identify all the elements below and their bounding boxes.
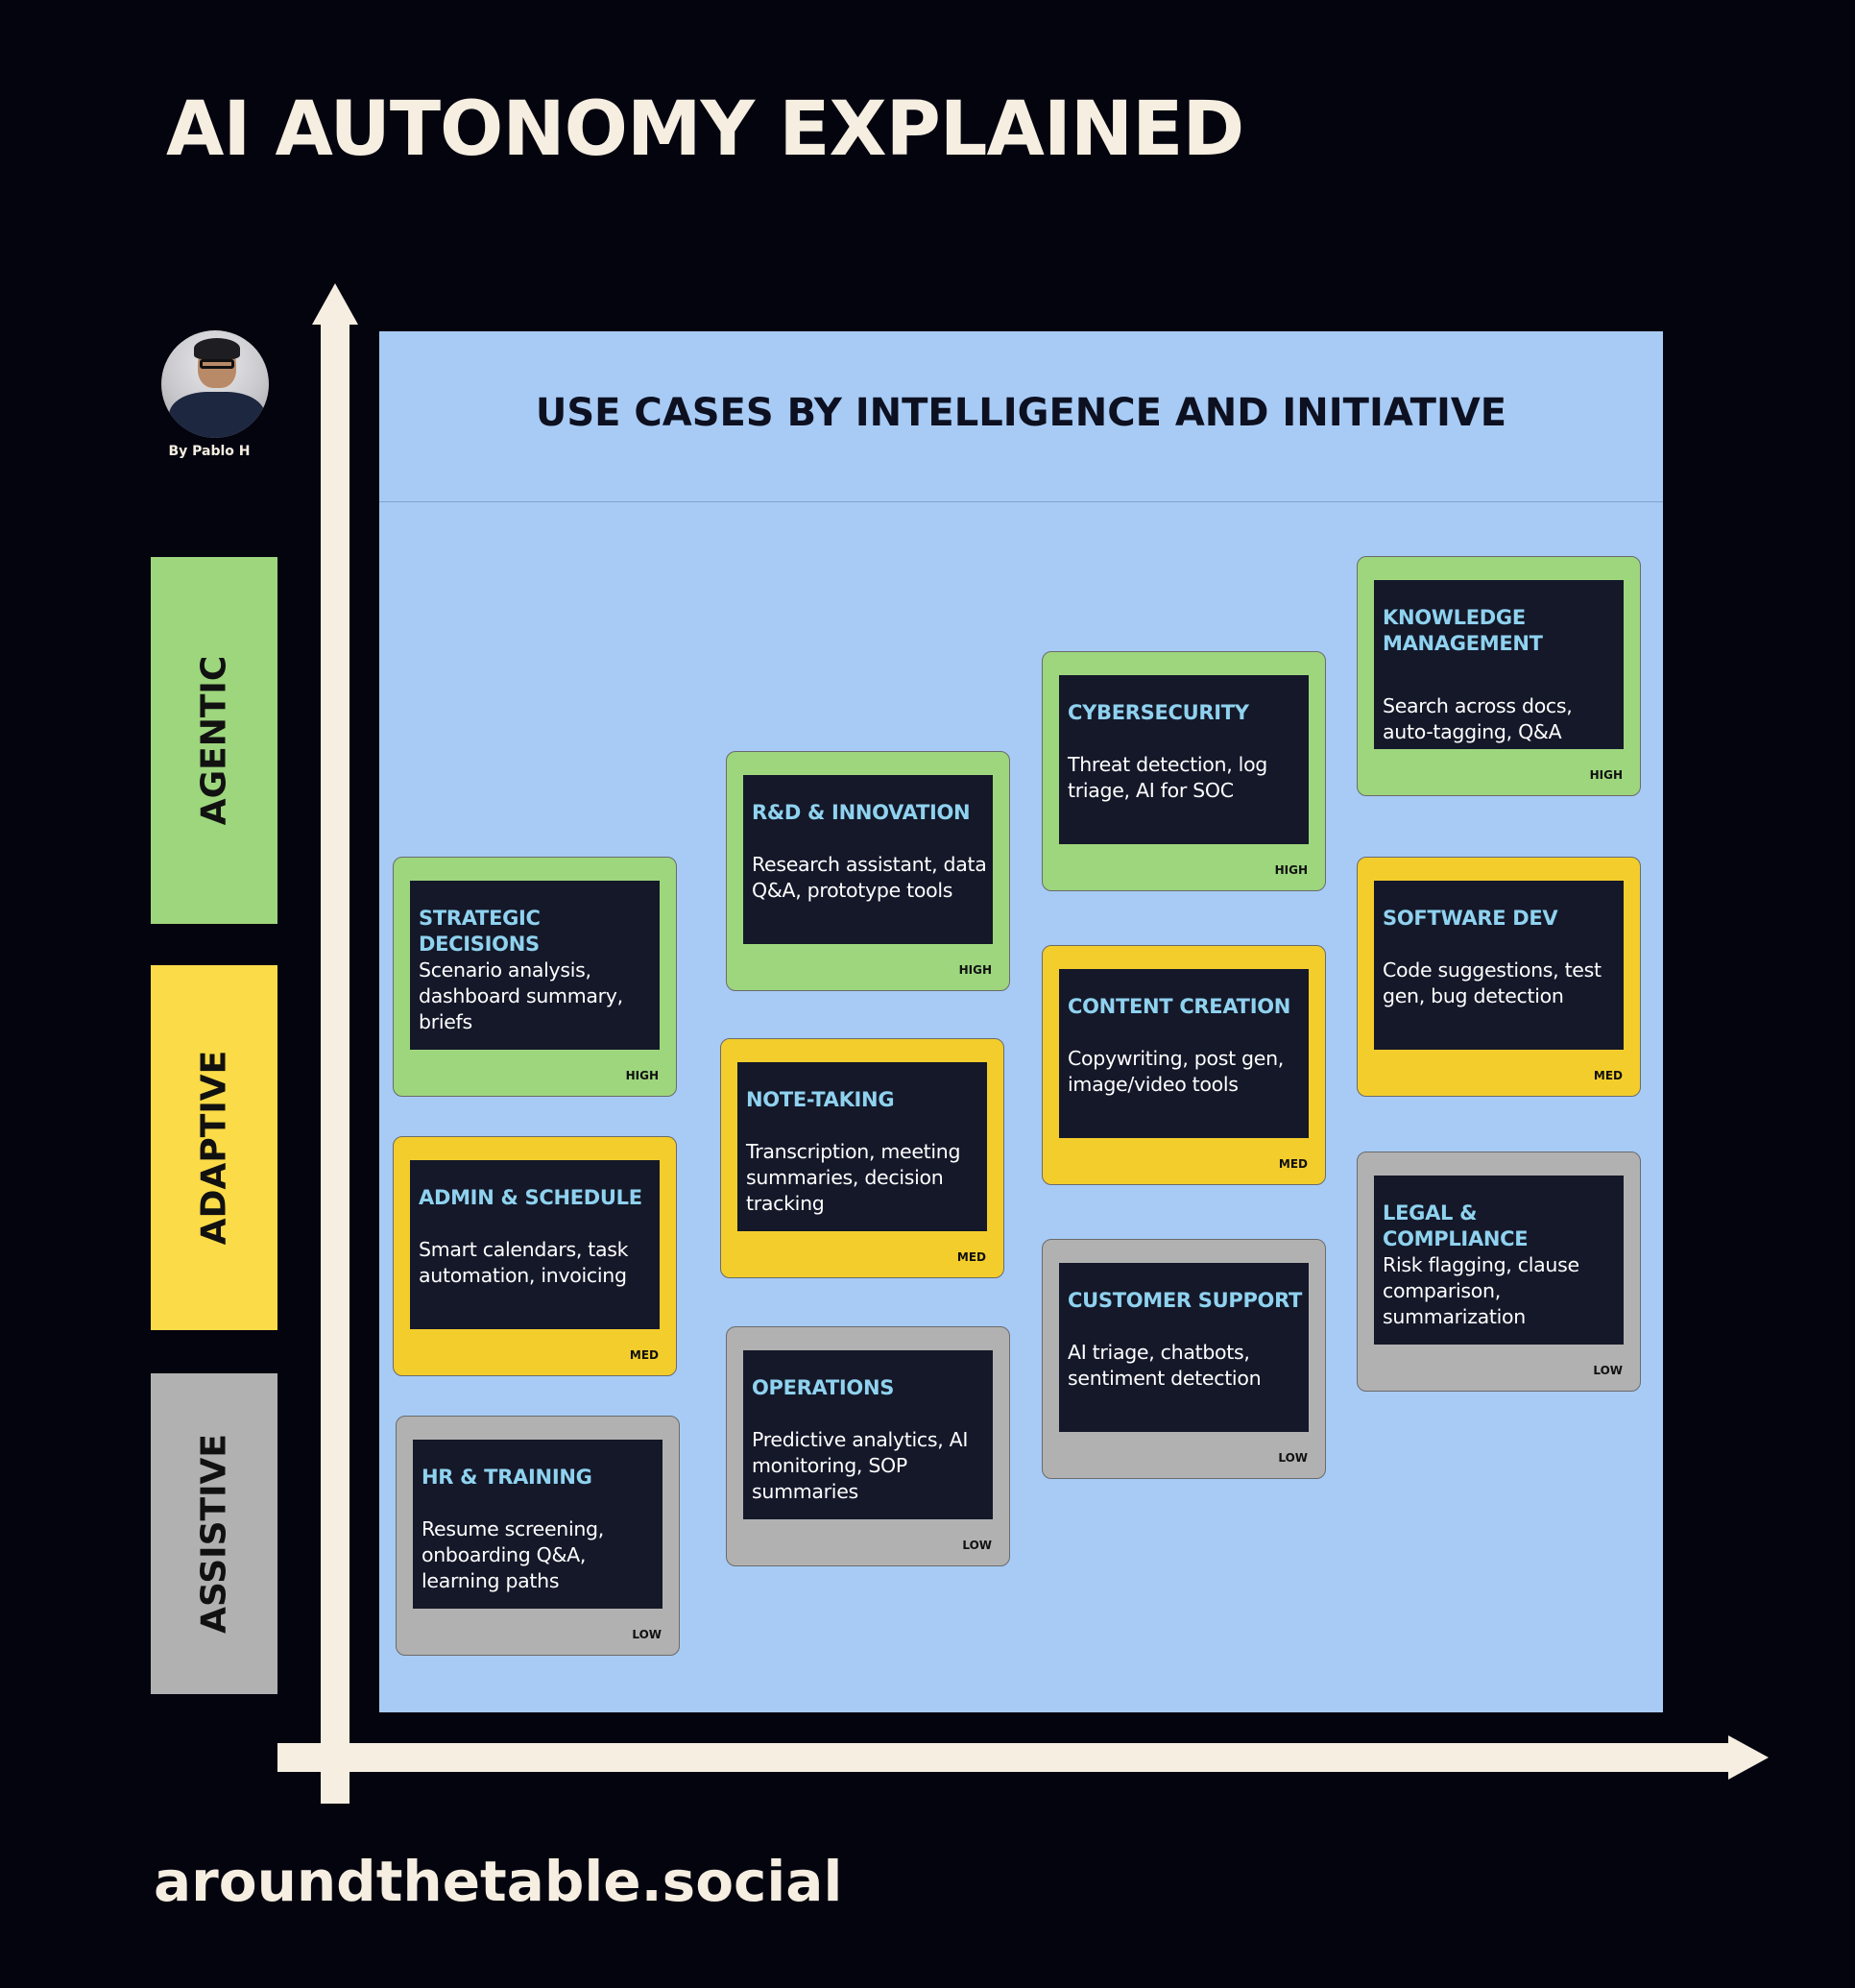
card-body: CUSTOMER SUPPORT AI triage, chatbots, sen… [1059, 1263, 1309, 1432]
card-body: HR & TRAINING Resume screening, onboardin… [413, 1440, 662, 1609]
card-level-badge: LOW [1593, 1364, 1623, 1377]
chart-panel: USE CASES BY INTELLIGENCE AND INITIATIVE… [379, 331, 1663, 1712]
card-description: Scenario analysis, dashboard summary, br… [419, 958, 623, 1033]
card-title: CUSTOMER SUPPORT [1068, 1289, 1303, 1312]
card-level-badge: HIGH [625, 1069, 659, 1082]
card-title: ADMIN & SCHEDULE [419, 1186, 642, 1209]
card-title: CONTENT CREATION [1068, 995, 1291, 1018]
card-title: R&D & INNOVATION [752, 801, 971, 824]
card-description: Resume screening, onboarding Q&A, learni… [422, 1517, 604, 1592]
card-title: SOFTWARE DEV [1383, 907, 1558, 930]
card-description: AI triage, chatbots, sentiment detection [1068, 1341, 1262, 1390]
card-body: OPERATIONS Predictive analytics, AI monit… [743, 1350, 993, 1519]
card-title: NOTE-TAKING [746, 1088, 895, 1111]
use-case-card-note-taking: NOTE-TAKING Transcription, meeting summar… [720, 1038, 1004, 1278]
card-body: R&D & INNOVATION Research assistant, data… [743, 775, 993, 944]
use-case-card-admin-and-schedule: ADMIN & SCHEDULE Smart calendars, task au… [393, 1136, 677, 1376]
card-title: OPERATIONS [752, 1376, 895, 1399]
author-avatar [161, 330, 269, 438]
card-title: HR & TRAINING [422, 1466, 592, 1489]
x-axis-arrow [1728, 1735, 1769, 1780]
card-description: Code suggestions, test gen, bug detectio… [1383, 958, 1602, 1007]
card-description: Predictive analytics, AI monitoring, SOP… [752, 1428, 969, 1503]
use-case-card-randd-and-innovation: R&D & INNOVATION Research assistant, data… [726, 751, 1010, 991]
card-body: ADMIN & SCHEDULE Smart calendars, task au… [410, 1160, 660, 1329]
author-label: By Pablo H [168, 444, 251, 459]
use-case-card-customer-support: CUSTOMER SUPPORT AI triage, chatbots, sen… [1042, 1239, 1326, 1479]
card-description: Threat detection, log triage, AI for SOC [1068, 753, 1268, 802]
card-level-badge: HIGH [958, 963, 992, 977]
y-axis-arrow [312, 283, 358, 325]
card-level-badge: MED [1593, 1069, 1623, 1082]
card-body: KNOWLEDGE MANAGEMENT Search across docs, … [1374, 580, 1624, 749]
use-case-card-hr-and-training: HR & TRAINING Resume screening, onboardin… [396, 1416, 680, 1656]
y-axis-line [321, 312, 349, 1804]
card-level-badge: LOW [962, 1539, 992, 1552]
card-description: Research assistant, data Q&A, prototype … [752, 853, 987, 902]
card-body: CYBERSECURITY Threat detection, log triag… [1059, 675, 1309, 844]
card-title: LEGAL & COMPLIANCE [1383, 1201, 1529, 1250]
card-title: KNOWLEDGE MANAGEMENT [1383, 606, 1543, 655]
card-level-badge: MED [629, 1348, 659, 1362]
card-level-badge: HIGH [1589, 768, 1623, 782]
card-body: SOFTWARE DEV Code suggestions, test gen, … [1374, 881, 1624, 1050]
card-body: NOTE-TAKING Transcription, meeting summar… [737, 1062, 987, 1231]
card-description: Copywriting, post gen, image/video tools [1068, 1047, 1284, 1096]
card-title: STRATEGIC DECISIONS [419, 907, 541, 956]
card-level-badge: LOW [632, 1628, 662, 1641]
level-band-agentic: AGENTIC [151, 557, 277, 924]
use-case-card-content-creation: CONTENT CREATION Copywriting, post gen, i… [1042, 945, 1326, 1185]
card-level-badge: MED [956, 1250, 986, 1264]
level-band-assistive: ASSISTIVE [151, 1373, 277, 1694]
page-title: AI AUTONOMY EXPLAINED [166, 86, 1244, 173]
card-description: Risk flagging, clause comparison, summar… [1383, 1253, 1579, 1328]
card-title: CYBERSECURITY [1068, 701, 1249, 724]
card-description: Transcription, meeting summaries, decisi… [746, 1140, 961, 1215]
card-description: Search across docs, auto-tagging, Q&A [1383, 694, 1573, 743]
chart-header: USE CASES BY INTELLIGENCE AND INITIATIVE [379, 331, 1663, 502]
use-case-card-operations: OPERATIONS Predictive analytics, AI monit… [726, 1326, 1010, 1566]
use-case-card-knowledge-management: KNOWLEDGE MANAGEMENT Search across docs, … [1357, 556, 1641, 796]
use-case-card-software-dev: SOFTWARE DEV Code suggestions, test gen, … [1357, 857, 1641, 1097]
card-body: CONTENT CREATION Copywriting, post gen, i… [1059, 969, 1309, 1138]
chart-title: USE CASES BY INTELLIGENCE AND INITIATIVE [535, 391, 1507, 435]
card-level-badge: HIGH [1274, 863, 1308, 877]
use-case-card-cybersecurity: CYBERSECURITY Threat detection, log triag… [1042, 651, 1326, 891]
card-description: Smart calendars, task automation, invoic… [419, 1238, 629, 1287]
footer-url: aroundthetable.social [154, 1849, 843, 1914]
card-level-badge: LOW [1278, 1451, 1308, 1465]
card-level-badge: MED [1278, 1157, 1308, 1171]
x-axis-line [277, 1743, 1732, 1772]
level-band-adaptive: ADAPTIVE [151, 965, 277, 1330]
